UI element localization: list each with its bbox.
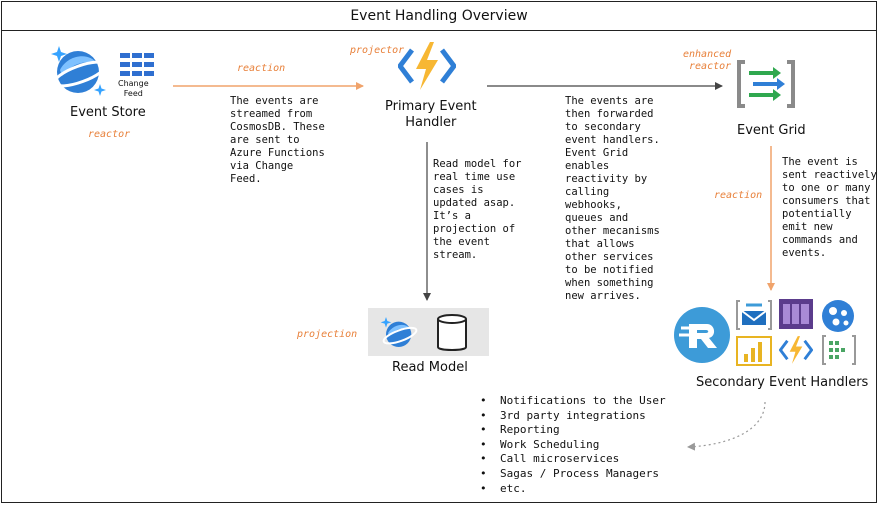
reaction-role-1: reaction [237,63,286,74]
enhanced-reactor-role: enhanced reactor [683,49,732,72]
azure-service-icon [822,300,854,332]
list-item: Sagas / Process Managers [480,467,666,482]
azure-functions-small-icon [779,336,813,364]
projector-role: projector [350,45,405,56]
diagram-title: Event Handling Overview [1,1,877,31]
note-read-model: Read model for real time use cases is up… [433,158,522,261]
change-feed-icon [120,53,154,76]
primary-handler-label: Primary Event Handler [385,99,477,130]
hdinsight-icon [779,299,813,329]
note-reactive: The event is sent reactively to one or m… [782,156,877,259]
event-store-label: Event Store [70,105,146,120]
cosmos-db-icon [51,46,108,96]
service-bus-icon [736,300,772,330]
reaction-role-2: reaction [714,190,763,201]
secondary-handlers-label: Secondary Event Handlers [696,375,869,390]
change-feed-label: Change Feed [118,79,149,98]
event-grid-label: Event Grid [737,123,806,138]
event-grid-icon [737,60,795,108]
arrow-secondary-to-list [687,401,766,451]
list-item: 3rd party integrations [480,409,666,424]
consumer-list: Notifications to the User 3rd party inte… [480,394,666,496]
database-icon [437,314,467,351]
event-hubs-icon [822,335,856,365]
note-streamed: The events are streamed from CosmosDB. T… [230,95,325,185]
list-item: Reporting [480,423,666,438]
list-item: Work Scheduling [480,438,666,453]
note-forwarded: The events are then forwarded to seconda… [565,95,660,302]
cosmos-db-small-icon [380,317,418,347]
logic-apps-icon [674,307,730,363]
list-item: Notifications to the User [480,394,666,409]
list-item: etc. [480,482,666,497]
list-item: Call microservices [480,452,666,467]
reactor-role: reactor [88,129,131,140]
read-model-label: Read Model [392,360,468,375]
power-bi-icon [736,336,772,366]
projection-role: projection [297,329,358,340]
azure-functions-icon [398,42,456,90]
